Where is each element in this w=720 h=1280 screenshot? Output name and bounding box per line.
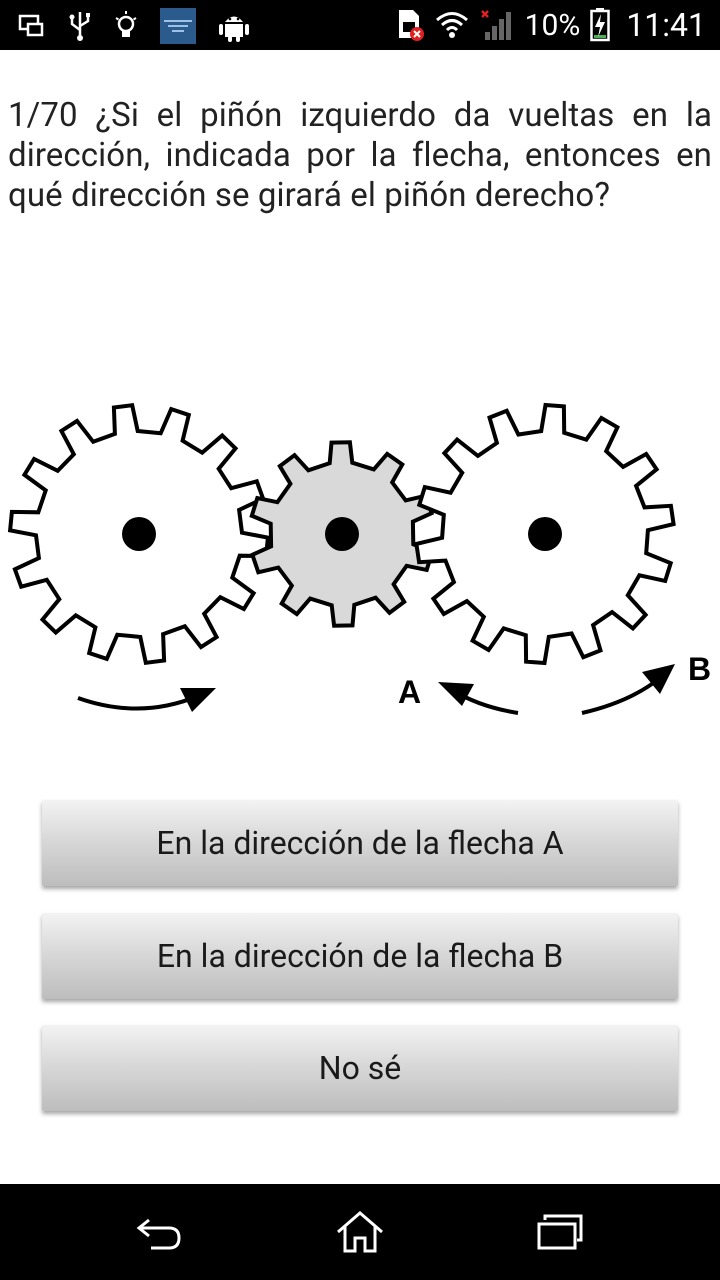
answer-button-a[interactable]: En la dirección de la flecha A (42, 800, 678, 886)
sim-error-icon (398, 10, 424, 41)
lightbulb-icon (115, 11, 137, 37)
gears-diagram: A B (7, 402, 711, 715)
arrow-a-label: A (398, 674, 421, 710)
question-text: 1/70 ¿Si el piñón izquierdo da vueltas e… (8, 96, 712, 215)
xperia-lounge-icon (160, 8, 196, 44)
status-bar: 10% 11:41 (0, 0, 720, 50)
recent-apps-icon (537, 1214, 583, 1250)
wifi-icon (435, 12, 468, 38)
home-icon (337, 1211, 383, 1253)
android-icon (219, 16, 249, 42)
navigation-bar (0, 1184, 720, 1280)
left-gear-axle (122, 517, 156, 551)
notification-icons (18, 8, 250, 44)
answer-button-dont-know[interactable]: No sé (42, 1025, 678, 1111)
battery-percent: 10% (524, 7, 581, 43)
clock: 11:41 (626, 6, 706, 44)
answer-button-b[interactable]: En la dirección de la flecha B (42, 913, 678, 999)
middle-gear-axle (325, 517, 359, 551)
usb-icon (69, 12, 90, 41)
left-gear-arrow (77, 688, 216, 712)
battery-charging-icon (590, 8, 611, 42)
back-button[interactable] (120, 1204, 200, 1260)
signal-icon (480, 10, 511, 40)
back-icon (136, 1218, 181, 1250)
arrow-a (438, 682, 519, 715)
system-status-icons: 10% 11:41 (395, 6, 706, 44)
home-button[interactable] (320, 1204, 400, 1260)
screenshot-icon (18, 14, 44, 37)
right-gear-axle (528, 517, 562, 551)
recent-apps-button[interactable] (520, 1204, 600, 1260)
arrow-b (581, 664, 675, 715)
arrow-b-label: B (688, 651, 711, 687)
